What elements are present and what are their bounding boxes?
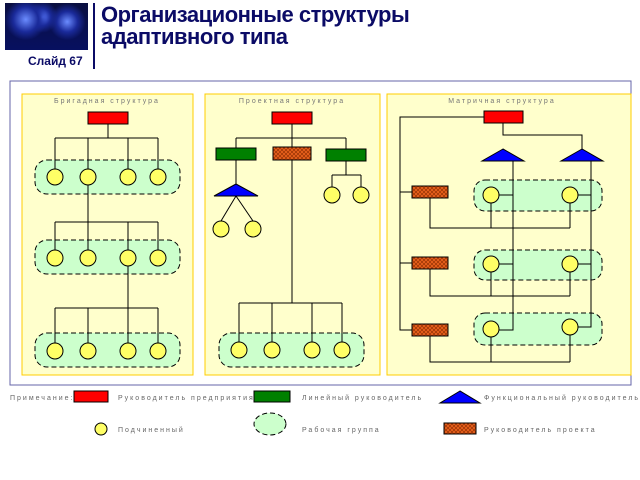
subordinate xyxy=(230,341,248,359)
legend-swatch-subordinate xyxy=(94,422,108,436)
legend-swatch-enterprise-head xyxy=(73,390,109,403)
legend-note-label: Примечание: xyxy=(10,395,74,402)
subordinate xyxy=(149,249,167,267)
project-manager xyxy=(411,323,449,337)
work-group xyxy=(218,332,365,368)
enterprise-head xyxy=(87,111,129,125)
panel-brigade-structure: Бригадная структура xyxy=(21,93,194,376)
title-line-1: Организационные структуры xyxy=(101,2,410,27)
panel-project-structure: Проектная структура xyxy=(204,93,381,376)
enterprise-head xyxy=(483,110,524,124)
header-divider xyxy=(93,3,95,69)
subordinate xyxy=(46,342,64,360)
legend-swatch-functional-manager xyxy=(438,390,482,404)
subordinate xyxy=(482,320,500,338)
subordinate xyxy=(323,186,341,204)
legend-label: Подчиненный xyxy=(118,426,185,434)
subordinate xyxy=(119,342,137,360)
legend: Примечание: Руководитель предприятия Лин… xyxy=(10,390,640,436)
work-group xyxy=(34,239,181,275)
project-manager xyxy=(272,146,312,161)
subordinate xyxy=(46,168,64,186)
functional-manager xyxy=(559,148,605,162)
subordinate xyxy=(561,255,579,273)
work-group xyxy=(34,159,181,195)
page-title: Организационные структуры адаптивного ти… xyxy=(101,2,410,49)
subordinate xyxy=(79,342,97,360)
project-manager xyxy=(411,256,449,270)
panel-title: Проектная структура xyxy=(239,98,345,105)
project-manager xyxy=(411,185,449,199)
subordinate xyxy=(263,341,281,359)
subordinate xyxy=(482,255,500,273)
legend-swatch-project-manager xyxy=(443,422,477,435)
legend-swatch-work-group xyxy=(253,412,287,436)
subordinate xyxy=(119,168,137,186)
subordinate xyxy=(303,341,321,359)
world-map-logo xyxy=(5,3,88,50)
legend-swatch-line-manager xyxy=(253,390,291,403)
legend-label: Рабочая группа xyxy=(302,426,381,434)
legend-label: Функциональный руководитель xyxy=(484,394,640,402)
subordinate xyxy=(244,220,262,238)
panel-title: Матричная структура xyxy=(448,98,555,105)
work-group xyxy=(34,332,181,368)
subordinate xyxy=(482,186,500,204)
title-line-2: адаптивного типа xyxy=(101,24,288,49)
line-manager xyxy=(215,147,257,161)
functional-manager xyxy=(213,183,259,197)
subordinate xyxy=(561,318,579,336)
panel-matrix-structure: Матричная структура xyxy=(386,93,632,376)
subordinate xyxy=(149,342,167,360)
subordinate xyxy=(149,168,167,186)
subordinate xyxy=(46,249,64,267)
legend-label: Руководитель предприятия xyxy=(118,395,255,402)
subordinate xyxy=(119,249,137,267)
subordinate xyxy=(212,220,230,238)
subordinate xyxy=(561,186,579,204)
enterprise-head xyxy=(271,111,313,125)
line-manager xyxy=(325,148,367,162)
slide-number: Слайд 67 xyxy=(28,54,83,68)
subordinate xyxy=(79,249,97,267)
subordinate xyxy=(79,168,97,186)
subordinate xyxy=(352,186,370,204)
panel-title: Бригадная структура xyxy=(54,98,160,105)
legend-label: Руководитель проекта xyxy=(484,427,597,434)
functional-manager xyxy=(480,148,526,162)
subordinate xyxy=(333,341,351,359)
legend-label: Линейный руководитель xyxy=(302,394,423,402)
